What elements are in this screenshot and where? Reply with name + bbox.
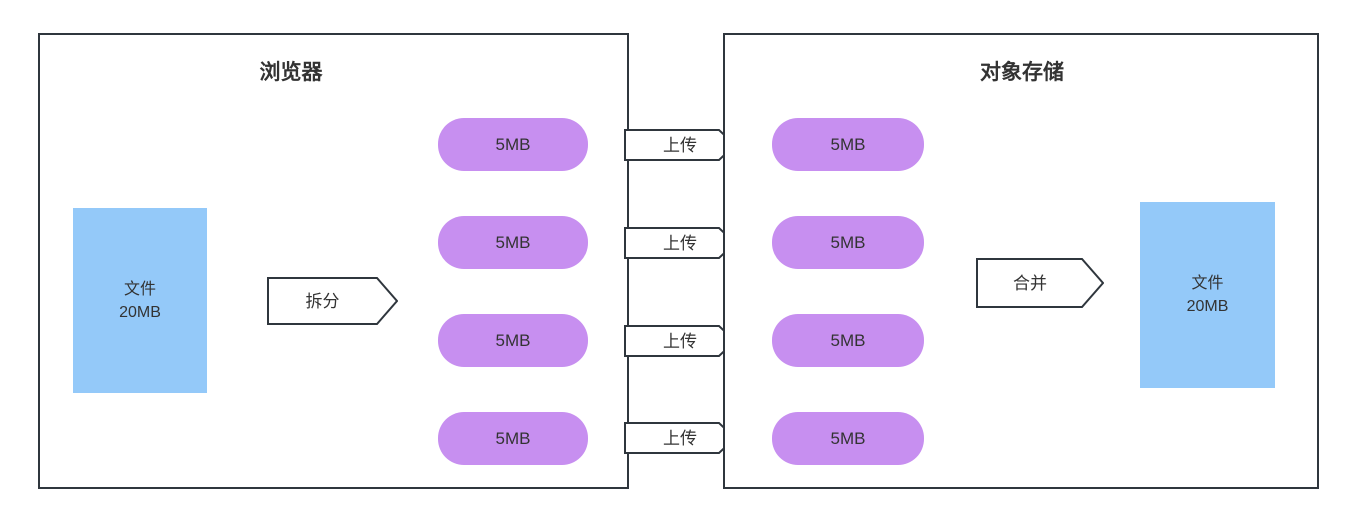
upload-arrow-3-label: 上传 — [663, 331, 697, 351]
upload-arrow-2-label: 上传 — [663, 233, 697, 253]
storage-chunk-2: 5MB — [772, 216, 924, 269]
split-arrow-shape — [267, 277, 398, 325]
browser-chunk-2: 5MB — [438, 216, 588, 269]
merge-arrow: 合并 — [976, 258, 1104, 308]
merge-arrow-shape — [976, 258, 1104, 308]
storage-file-label: 文件 — [1191, 275, 1224, 292]
storage-file-size: 20MB — [1186, 298, 1229, 315]
upload-arrow-1: 上传 — [624, 129, 736, 161]
browser-file-size: 20MB — [119, 303, 161, 321]
storage-chunk-1: 5MB — [772, 118, 924, 171]
browser-file-box: 文件 20MB — [73, 208, 207, 393]
split-arrow-label: 拆分 — [305, 291, 340, 311]
storage-panel-title: 对象存储 — [980, 61, 1064, 84]
upload-arrow-2: 上传 — [624, 227, 736, 259]
storage-chunk-3: 5MB — [772, 314, 924, 367]
split-arrow: 拆分 — [267, 277, 398, 325]
storage-chunk-4: 5MB — [772, 412, 924, 465]
upload-arrow-1-label: 上传 — [663, 135, 697, 155]
browser-chunk-1: 5MB — [438, 118, 588, 171]
browser-chunk-3: 5MB — [438, 314, 588, 367]
merge-arrow-label: 合并 — [1013, 273, 1047, 293]
storage-file-box: 文件 20MB — [1140, 202, 1275, 388]
browser-file-label: 文件 — [123, 280, 156, 298]
upload-arrow-3: 上传 — [624, 325, 736, 357]
upload-arrow-4: 上传 — [624, 422, 736, 454]
browser-chunk-4: 5MB — [438, 412, 588, 465]
upload-arrow-4-label: 上传 — [663, 428, 697, 448]
browser-panel-title: 浏览器 — [259, 61, 323, 84]
